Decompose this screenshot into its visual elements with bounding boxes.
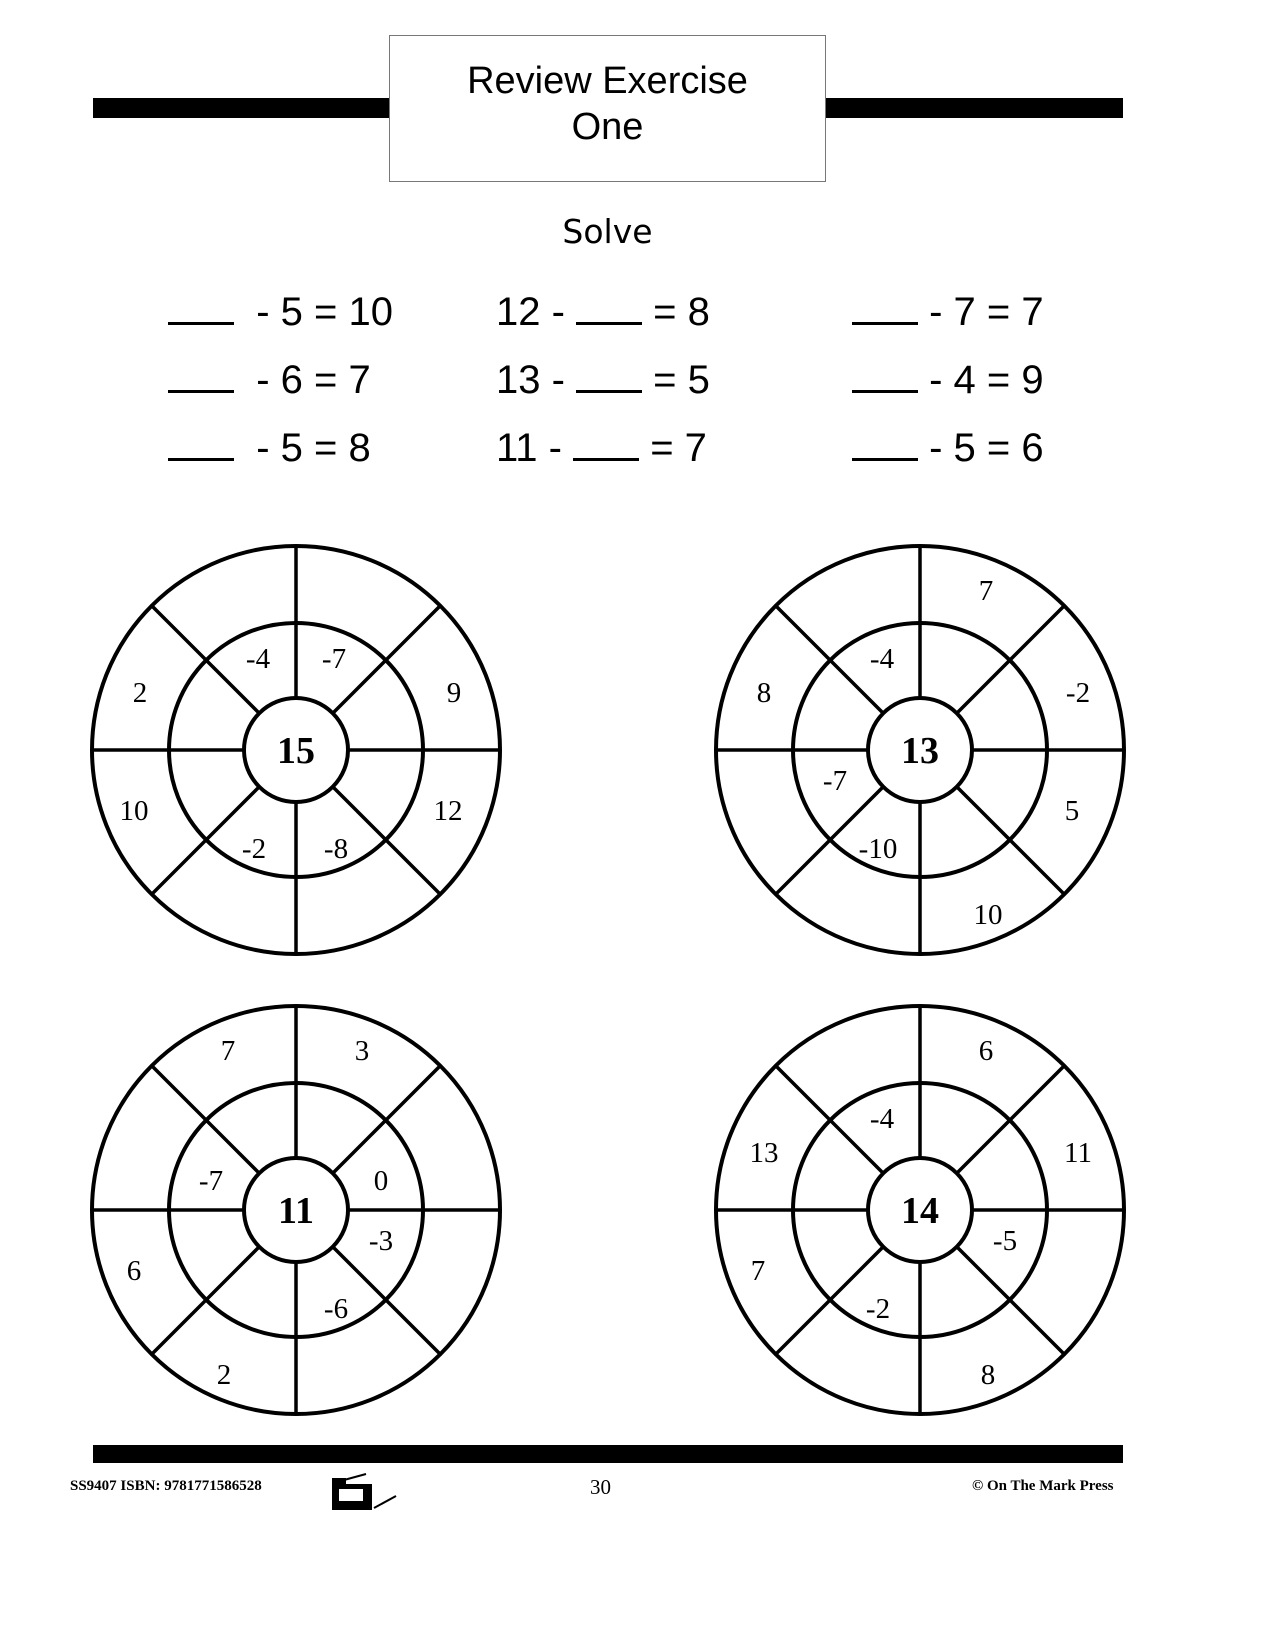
- equation-suffix: - 6 = 7: [234, 358, 371, 402]
- inner-ring-number: -6: [324, 1293, 348, 1325]
- answer-blank[interactable]: [168, 286, 234, 325]
- spoke: [150, 604, 261, 715]
- spoke: [955, 785, 1066, 896]
- footer-code-isbn: SS9407 ISBN: 9781771586528: [70, 1478, 262, 1494]
- equation-suffix: = 8: [642, 290, 710, 334]
- outer-ring-number: 5: [1065, 795, 1080, 827]
- spoke: [331, 604, 442, 715]
- answer-blank[interactable]: [576, 354, 643, 393]
- equation-prefix: 11 -: [496, 426, 574, 470]
- outer-ring-number: 7: [751, 1255, 766, 1287]
- header-bar-left: [93, 98, 390, 118]
- number-wheel: 15 -4 -7 -2 -8 2 9 10 12: [90, 544, 502, 956]
- outer-ring-number: 7: [221, 1035, 236, 1067]
- page-title-line-1: Review Exercise: [467, 60, 748, 102]
- inner-ring-number: -7: [199, 1165, 223, 1197]
- spoke: [331, 1245, 442, 1356]
- spoke: [150, 1245, 261, 1356]
- spoke: [150, 1064, 261, 1175]
- outer-ring-number: 13: [750, 1137, 779, 1169]
- equation-suffix: = 7: [639, 426, 707, 470]
- equation: 13 - = 5: [496, 354, 710, 404]
- answer-blank[interactable]: [852, 354, 918, 393]
- page-title-line-2: One: [571, 106, 644, 148]
- outer-ring-number: 6: [979, 1035, 994, 1067]
- outer-ring-number: 12: [434, 795, 463, 827]
- answer-blank[interactable]: [852, 286, 918, 325]
- inner-ring-number: -2: [866, 1293, 890, 1325]
- inner-ring-number: -4: [870, 643, 895, 675]
- number-wheel: 11 -7 0 -3 -6 7 3 6 2: [90, 1004, 502, 1416]
- footer-copyright: © On The Mark Press: [972, 1478, 1114, 1494]
- outer-ring-number: 2: [217, 1359, 232, 1391]
- spoke: [774, 785, 885, 896]
- wheel-center-number: 15: [277, 730, 315, 772]
- equation: 12 - = 8: [496, 286, 710, 336]
- answer-blank[interactable]: [573, 422, 640, 461]
- outer-ring-number: 6: [127, 1255, 142, 1287]
- outer-ring-number: 9: [447, 677, 462, 709]
- inner-ring-number: -4: [246, 643, 271, 675]
- equation-suffix: = 5: [642, 358, 710, 402]
- inner-ring-number: -7: [322, 643, 346, 675]
- spoke: [774, 1245, 885, 1356]
- equation: - 5 = 8: [168, 422, 371, 472]
- spoke: [774, 1064, 885, 1175]
- inner-ring-number: -10: [859, 833, 898, 865]
- equation-suffix: - 4 = 9: [918, 358, 1044, 402]
- inner-ring-number: -3: [369, 1225, 393, 1257]
- outer-ring-number: 2: [133, 677, 148, 709]
- answer-blank[interactable]: [168, 422, 234, 461]
- outer-ring-number: 8: [757, 677, 772, 709]
- inner-ring-number: -5: [993, 1225, 1017, 1257]
- wheel-center-number: 14: [901, 1190, 939, 1232]
- page-number: 30: [590, 1475, 611, 1499]
- outer-ring-number: 3: [355, 1035, 370, 1067]
- equation-suffix: - 5 = 6: [918, 426, 1044, 470]
- spoke: [955, 1064, 1066, 1175]
- inner-ring-number: -2: [242, 833, 266, 865]
- equation-suffix: - 5 = 10: [234, 290, 393, 334]
- spoke: [331, 1064, 442, 1175]
- outer-ring-number: 11: [1064, 1137, 1092, 1169]
- spoke: [774, 604, 885, 715]
- inner-ring-number: 0: [374, 1165, 389, 1197]
- equation: - 7 = 7: [852, 286, 1044, 336]
- inner-ring-number: -4: [870, 1103, 895, 1135]
- outer-ring-number: 7: [979, 575, 994, 607]
- number-wheel: 13 -4 -7 -10 7 8 -2 5 10: [714, 544, 1126, 956]
- wheel-center-number: 13: [901, 730, 939, 772]
- equation: 11 - = 7: [496, 422, 707, 472]
- spoke: [150, 785, 261, 896]
- header-bar-right: [826, 98, 1123, 118]
- spoke: [955, 1245, 1066, 1356]
- equation: - 5 = 10: [168, 286, 393, 336]
- outer-ring-number: 10: [974, 899, 1003, 931]
- equation-suffix: - 5 = 8: [234, 426, 371, 470]
- title-box: Review Exercise One: [389, 35, 826, 182]
- equation-prefix: 12 -: [496, 290, 577, 334]
- photocopier-icon: [330, 1472, 400, 1512]
- answer-blank[interactable]: [168, 354, 234, 393]
- inner-ring-number: -8: [324, 833, 348, 865]
- equation: - 4 = 9: [852, 354, 1044, 404]
- wheel-center-number: 11: [278, 1190, 314, 1232]
- number-wheel: 14 -4 -5 -2 6 13 11 7 8: [714, 1004, 1126, 1416]
- equation-prefix: 13 -: [496, 358, 577, 402]
- instruction-solve: Solve: [562, 212, 653, 251]
- footer-bar: [93, 1445, 1123, 1463]
- answer-blank[interactable]: [576, 286, 643, 325]
- equation: - 6 = 7: [168, 354, 371, 404]
- outer-ring-number: 8: [981, 1359, 996, 1391]
- equation-suffix: - 7 = 7: [918, 290, 1044, 334]
- spoke: [955, 604, 1066, 715]
- answer-blank[interactable]: [852, 422, 918, 461]
- outer-ring-number: 10: [120, 795, 149, 827]
- equation: - 5 = 6: [852, 422, 1044, 472]
- outer-ring-number: -2: [1066, 677, 1090, 709]
- spoke: [331, 785, 442, 896]
- inner-ring-number: -7: [823, 765, 847, 797]
